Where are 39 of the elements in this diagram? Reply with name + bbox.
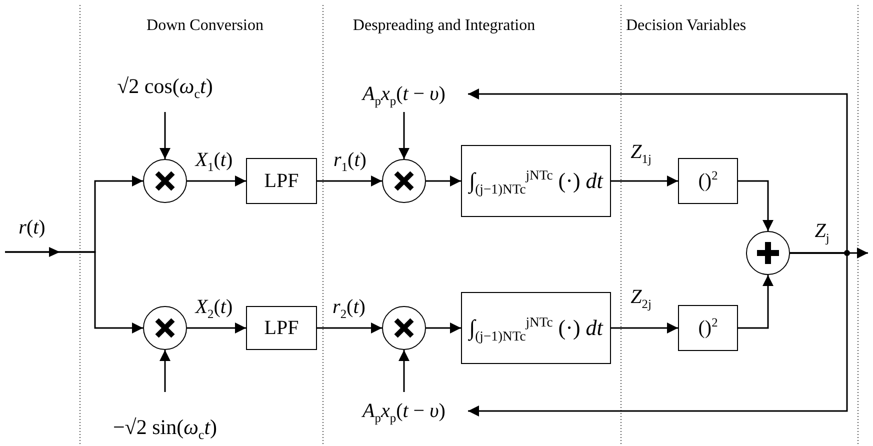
edge-label: X$_{2}$(t) [194, 296, 234, 318]
arrow [317, 322, 382, 334]
section-heading: Decision Variables [626, 17, 746, 35]
signal-label: A$_{p}$x$_{p}$(t − υ) [340, 392, 468, 430]
block-box: ∫$_{(j−1)NTc}$$^{jNTc}$ (·) dt [461, 145, 611, 217]
block-box: ∫$_{(j−1)NTc}$$^{jNTc}$ (·) dt [461, 292, 611, 364]
signal-label: r(t) [18, 216, 46, 240]
arrow [611, 176, 678, 186]
multiplier-circle [382, 306, 426, 350]
arrow [187, 322, 246, 334]
arrow [5, 251, 143, 334]
section-heading: Despreading and Integration [352, 17, 536, 35]
multiplier-circle [143, 159, 187, 203]
arrow [317, 176, 382, 186]
arrow [738, 180, 774, 231]
block-box: LPF [246, 306, 317, 350]
arrow [160, 112, 170, 159]
arrow [426, 322, 461, 334]
edge-label: X$_{1}$(t) [194, 149, 234, 171]
multiplier-circle [382, 159, 426, 203]
block-box: ()$^{2}$ [678, 158, 738, 204]
multiplier-circle [143, 306, 187, 350]
arrow [468, 252, 848, 416]
section-heading: Down Conversion [146, 17, 264, 35]
arrow [398, 350, 410, 392]
arrow [426, 176, 461, 186]
edge-label: r$_{2}$(t) [332, 296, 366, 318]
arrow [611, 322, 678, 334]
signal-label: A$_{p}$x$_{p}$(t − υ) [340, 76, 468, 112]
adder-circle [746, 231, 790, 275]
arrow [738, 275, 774, 329]
signal-label: √2 cos(ω$_{c}$t) [104, 74, 226, 112]
block-box: LPF [246, 158, 317, 204]
arrow [160, 350, 170, 392]
block-box: ()$^{2}$ [678, 305, 738, 351]
edge-label: r$_{1}$(t) [332, 149, 368, 171]
arrow [398, 112, 410, 159]
arrow [187, 176, 246, 186]
signal-label: −√2 sin(ω$_{c}$t) [96, 392, 234, 440]
